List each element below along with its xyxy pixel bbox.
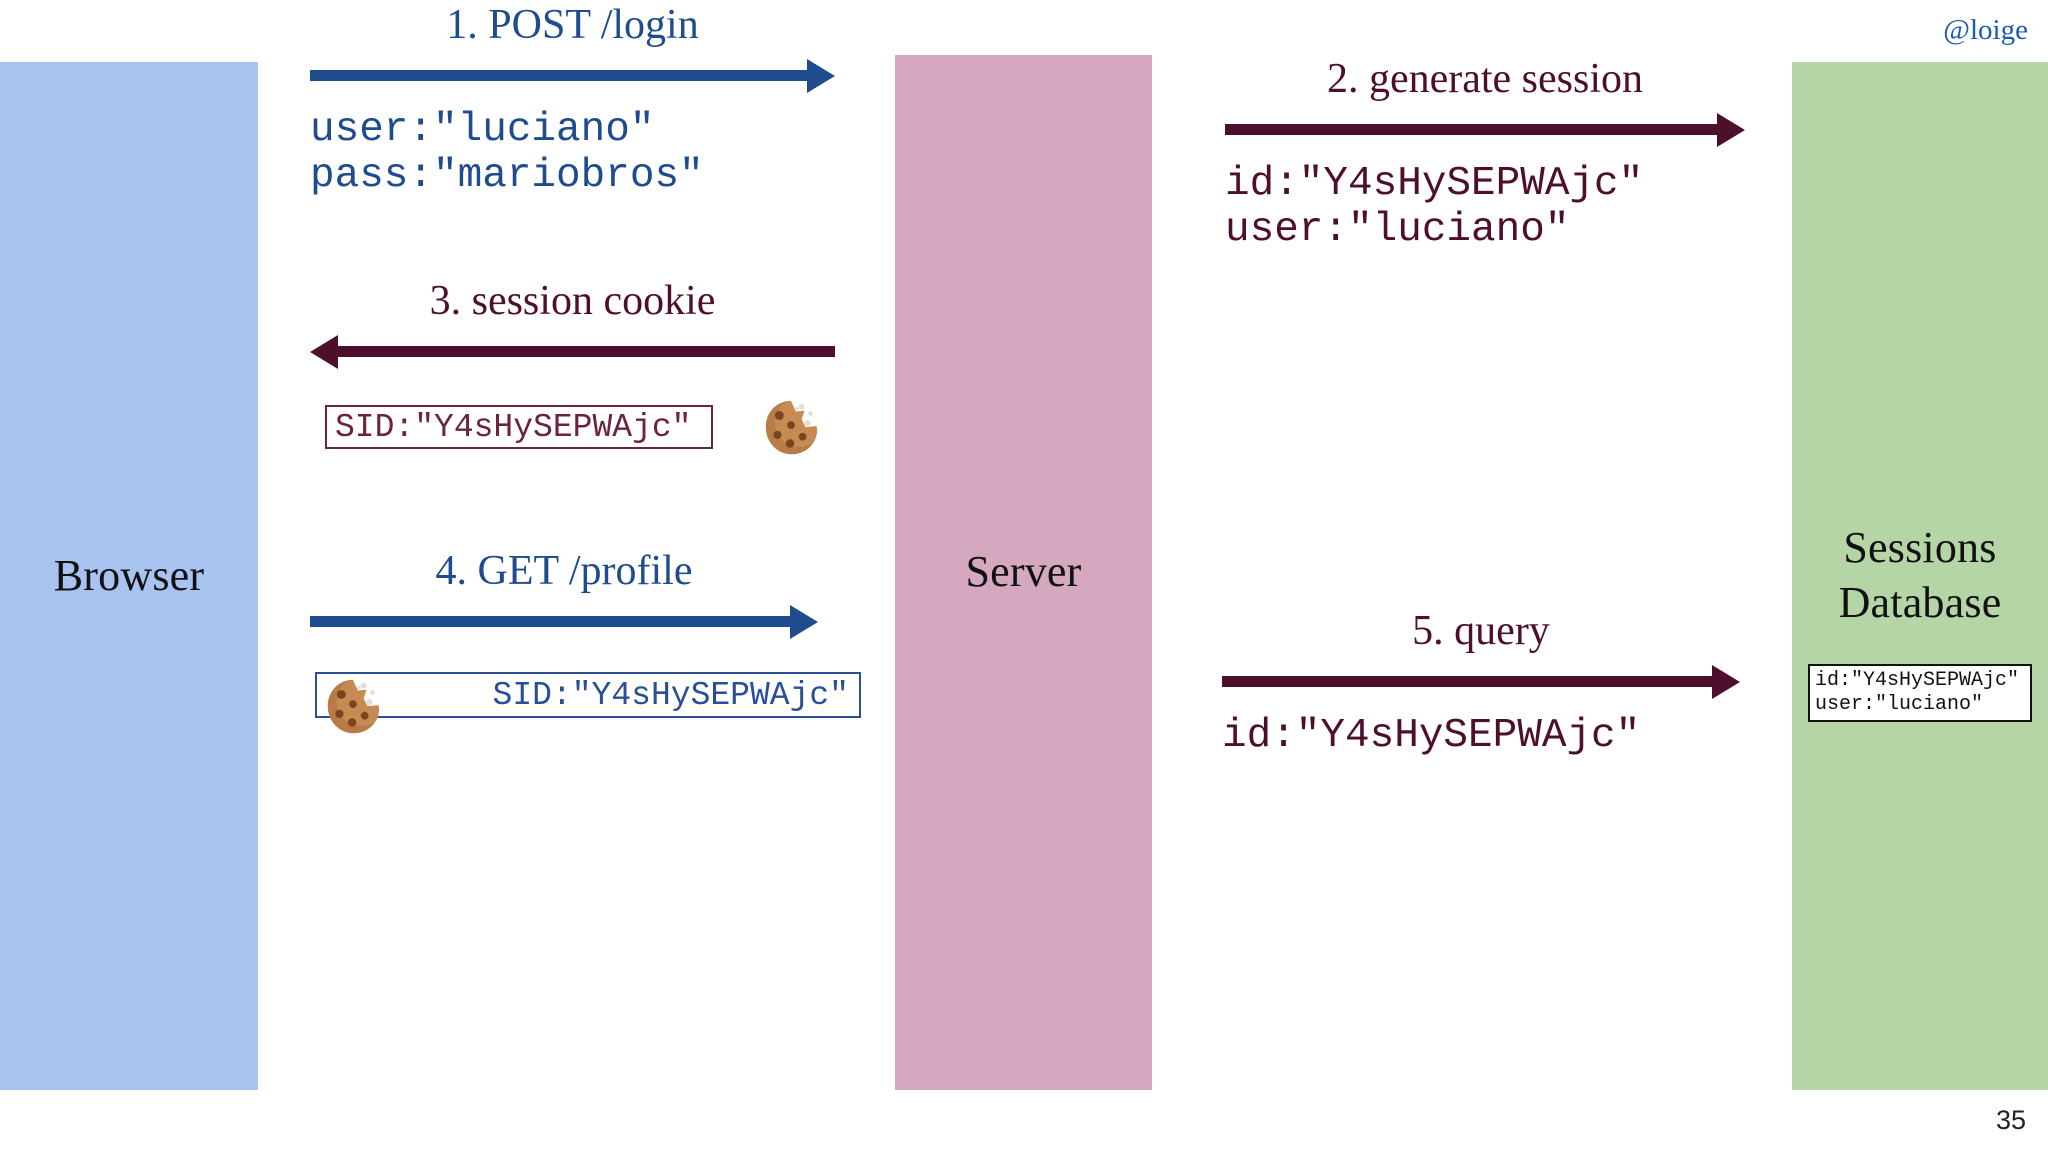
step-4-title: 4. GET /profile bbox=[435, 548, 693, 594]
step-2-generate-session: 2. generate session id:"Y4sHySEPWAjc" us… bbox=[1225, 56, 1745, 254]
arrow-head bbox=[1712, 665, 1740, 700]
step-3-session-cookie: 3. session cookie bbox=[310, 278, 835, 370]
actor-label-db-line1: Sessions bbox=[1843, 523, 1997, 573]
actor-column-server: Server bbox=[895, 55, 1152, 1090]
session-cookie-request-text: SID:"Y4sHySEPWAjc" bbox=[492, 676, 849, 714]
actor-label-sessions-database: Sessions Database bbox=[1839, 521, 2002, 630]
step-5-query: 5. query id:"Y4sHySEPWAjc" bbox=[1222, 608, 1740, 760]
actor-label-browser: Browser bbox=[53, 550, 205, 600]
arrow-shaft bbox=[1222, 676, 1714, 688]
arrow-head bbox=[310, 335, 338, 370]
step-1-arrow-right-icon bbox=[310, 58, 835, 94]
page-number: 35 bbox=[1995, 1105, 2026, 1135]
step-3-arrow-left-icon bbox=[310, 334, 835, 370]
cookie-icon bbox=[765, 400, 818, 455]
step-2-payload: id:"Y4sHySEPWAjc" user:"luciano" bbox=[1225, 161, 1644, 254]
database-record-box: id:"Y4sHySEPWAjc" user:"luciano" bbox=[1808, 664, 2032, 722]
actor-label-server: Server bbox=[965, 547, 1082, 597]
step-2-arrow-right-icon bbox=[1225, 112, 1745, 148]
arrow-shaft bbox=[1225, 124, 1719, 136]
step-5-arrow-right-icon bbox=[1222, 664, 1740, 700]
session-cookie-request-box: SID:"Y4sHySEPWAjc" bbox=[315, 672, 861, 718]
step-3-title: 3. session cookie bbox=[429, 278, 716, 324]
cookie-icon bbox=[327, 679, 380, 734]
step-1-payload: user:"luciano" pass:"mariobros" bbox=[310, 107, 704, 200]
arrow-head bbox=[790, 605, 818, 640]
arrow-head bbox=[1717, 113, 1745, 148]
session-cookie-response-box: SID:"Y4sHySEPWAjc" bbox=[325, 405, 713, 449]
database-record-line1: id:"Y4sHySEPWAjc" bbox=[1815, 669, 2020, 692]
step-2-title: 2. generate session bbox=[1326, 56, 1644, 102]
actor-column-browser: Browser bbox=[0, 62, 258, 1090]
arrow-shaft bbox=[310, 70, 809, 82]
session-cookie-response-text: SID:"Y4sHySEPWAjc" bbox=[335, 408, 692, 446]
step-4-get-profile: 4. GET /profile bbox=[310, 548, 818, 640]
arrow-shaft bbox=[336, 346, 835, 358]
actor-column-sessions-database: Sessions Database bbox=[1792, 62, 2048, 1090]
step-1-post-login: 1. POST /login user:"luciano" pass:"mari… bbox=[310, 2, 835, 200]
actor-label-db-line2: Database bbox=[1838, 578, 2002, 627]
step-4-arrow-right-icon bbox=[310, 604, 818, 640]
arrow-head bbox=[807, 59, 835, 94]
step-1-title: 1. POST /login bbox=[446, 2, 699, 48]
step-5-title: 5. query bbox=[1412, 608, 1550, 654]
database-record-line2: user:"luciano" bbox=[1815, 693, 1984, 717]
watermark-handle: @loige bbox=[1943, 14, 2028, 46]
step-5-payload: id:"Y4sHySEPWAjc" bbox=[1222, 713, 1641, 760]
arrow-shaft bbox=[310, 616, 792, 628]
